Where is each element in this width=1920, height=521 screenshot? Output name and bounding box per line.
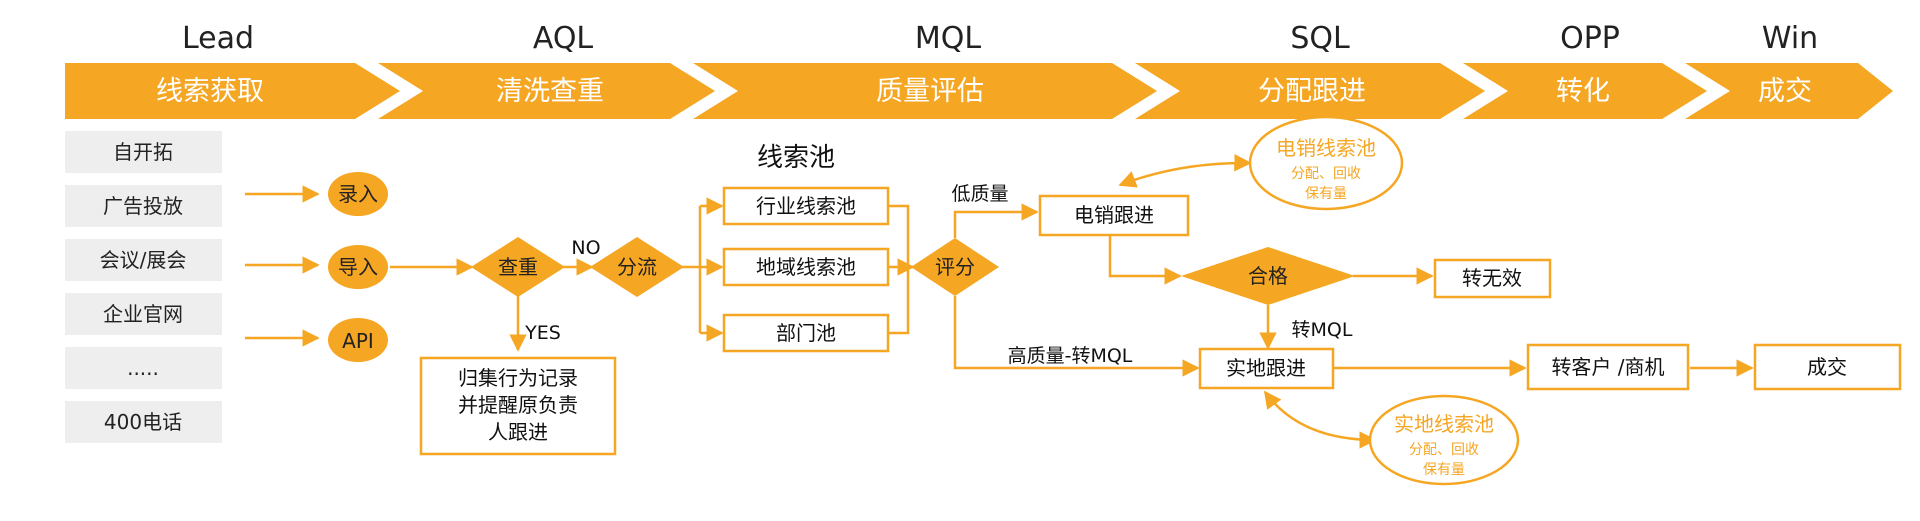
invalid-label: 转无效 (1462, 266, 1522, 290)
qualified-diamond (1181, 247, 1355, 305)
api-label: API (342, 329, 374, 353)
invalid-box (1433, 258, 1552, 299)
record-line: 归集行为记录 (458, 366, 578, 390)
record-box (419, 356, 617, 456)
telesales-follow-box (1038, 194, 1190, 237)
chevron-text-mql: 质量评估 (876, 76, 984, 107)
entry-label: 录入 (338, 182, 378, 206)
chevron-sql (1135, 63, 1485, 119)
check-label: 查重 (498, 255, 538, 279)
stage-label-opp: OPP (1560, 21, 1620, 56)
arrow-field-pool (1263, 390, 1377, 449)
chevron-win (1685, 63, 1893, 119)
arrow-score-field (953, 296, 1200, 377)
telesales-pool-title: 电销线索池 (1276, 136, 1376, 160)
arrow-telesales-pool (1118, 154, 1252, 188)
source-box (65, 347, 222, 389)
deal-label: 成交 (1807, 355, 1847, 379)
telesales-pool-sub: 保有量 (1305, 186, 1347, 202)
score-diamond (911, 238, 999, 296)
stage-label-sql: SQL (1290, 21, 1350, 56)
lead-pool-title: 线索池 (757, 143, 835, 173)
source-label: 会议/展会 (100, 248, 187, 272)
source-label: 广告投放 (103, 194, 183, 218)
low-quality-label: 低质量 (951, 183, 1008, 205)
distribute-label: 分流 (617, 255, 657, 279)
chevron-text-opp: 转化 (1556, 76, 1610, 107)
stage-label-mql: MQL (915, 21, 981, 56)
check-diamond (471, 237, 565, 297)
source-box (65, 185, 222, 227)
dept-pool-label: 部门池 (776, 321, 836, 345)
region-pool-box (722, 247, 890, 287)
chevron-aql (378, 63, 715, 119)
source-label: 自开拓 (113, 140, 173, 164)
customer-box (1526, 343, 1690, 391)
industry-pool-label: 行业线索池 (756, 194, 856, 218)
high-quality-label: 高质量-转MQL (1008, 345, 1133, 367)
intake-nodes: 录入 导入 API (328, 172, 388, 362)
telesales-pool-sub: 分配、回收 (1291, 166, 1361, 182)
to-mql-label: 转MQL (1292, 319, 1353, 341)
score-label: 评分 (935, 255, 975, 279)
field-pool-sub: 保有量 (1423, 462, 1465, 478)
arrow-telesales-qualified (1108, 235, 1182, 285)
entry-node (328, 172, 388, 216)
field-pool-circle (1368, 394, 1520, 486)
chevron-opp (1463, 63, 1707, 119)
dept-pool-box (722, 313, 890, 353)
qualified-label: 合格 (1248, 264, 1288, 288)
pool-branch-right (888, 204, 910, 335)
source-label: ..... (127, 356, 159, 380)
source-label: 400电话 (104, 410, 182, 434)
chevron-text-lead: 线索获取 (156, 76, 264, 107)
field-follow-label: 实地跟进 (1226, 356, 1306, 380)
source-label: 企业官网 (103, 302, 183, 326)
chevron-text-aql: 清洗查重 (496, 76, 604, 107)
source-box (65, 293, 222, 335)
stage-label-win: Win (1762, 21, 1818, 56)
lead-sources: 自开拓 广告投放 会议/展会 企业官网 ..... 400电话 (65, 131, 222, 443)
yes-label: YES (524, 322, 561, 344)
chevron-lead (65, 63, 400, 119)
no-label: NO (571, 237, 600, 259)
stage-labels: Lead AQL MQL SQL OPP Win (182, 21, 1818, 56)
source-box (65, 239, 222, 281)
telesales-pool-circle (1248, 115, 1404, 211)
region-pool-label: 地域线索池 (756, 255, 856, 279)
chevron-text-win: 成交 (1758, 76, 1812, 107)
source-box (65, 401, 222, 443)
source-box (65, 131, 222, 173)
api-node (328, 318, 388, 362)
arrow-score-telesales (953, 203, 1039, 238)
chevron-band: 线索获取 清洗查重 质量评估 分配跟进 转化 成交 (65, 63, 1893, 119)
flow-connectors (390, 154, 1754, 449)
telesales-follow-label: 电销跟进 (1074, 203, 1154, 227)
customer-label: 转客户 /商机 (1551, 355, 1664, 379)
field-pool-sub: 分配、回收 (1409, 442, 1479, 458)
field-pool-title: 实地线索池 (1394, 412, 1494, 436)
distribute-diamond (590, 237, 684, 297)
deal-box (1753, 343, 1902, 391)
field-follow-box (1198, 347, 1335, 390)
record-line: 并提醒原负责 (458, 393, 578, 417)
import-label: 导入 (338, 255, 378, 279)
stage-label-aql: AQL (533, 21, 594, 56)
import-node (328, 245, 388, 289)
chevron-mql (693, 63, 1157, 119)
chevron-text-sql: 分配跟进 (1258, 76, 1366, 107)
source-arrows (245, 185, 320, 347)
stage-label-lead: Lead (182, 21, 254, 56)
industry-pool-box (722, 186, 890, 226)
record-line: 人跟进 (488, 420, 548, 444)
